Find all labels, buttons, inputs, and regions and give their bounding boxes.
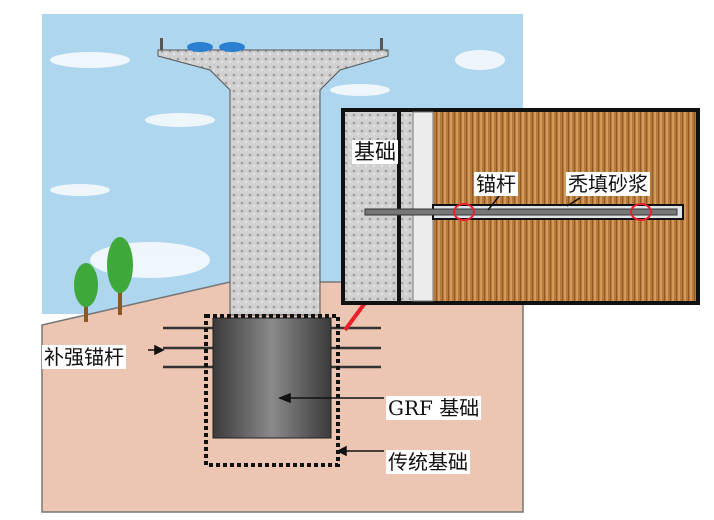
label-grf-foundation: GRF 基础 <box>386 396 482 420</box>
detail-inset <box>341 108 700 305</box>
label-fill-mortar: 秃填砂浆 <box>566 172 650 196</box>
label-anchor-rod: 锚杆 <box>474 172 518 196</box>
tree-icon <box>74 237 133 322</box>
traditional-foundation-outline <box>204 314 340 467</box>
label-foundation-inset: 基础 <box>352 140 398 164</box>
arrows <box>148 344 384 457</box>
label-reinforcing-anchors: 补强锚杆 <box>42 345 126 369</box>
label-traditional-foundation: 传统基础 <box>386 450 470 474</box>
grf-foundation-block <box>212 317 332 439</box>
callout-connector <box>343 301 367 332</box>
